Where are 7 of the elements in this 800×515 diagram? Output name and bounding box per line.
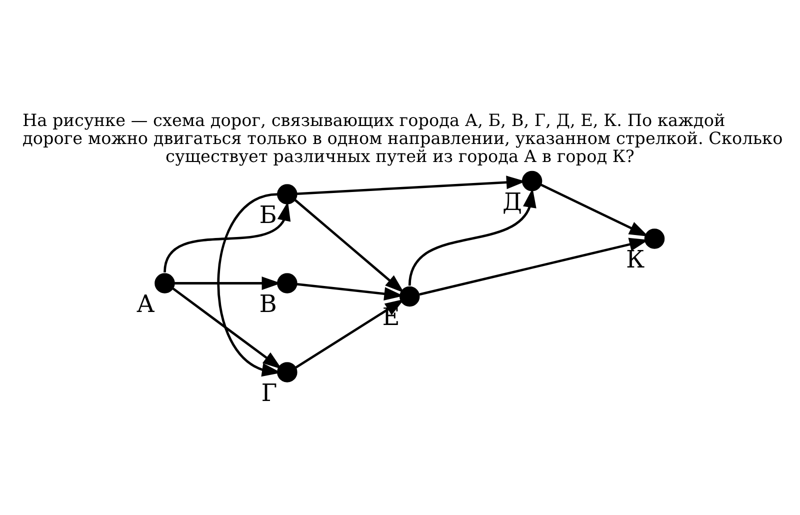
node-label: Г <box>261 378 278 406</box>
node-label: Б <box>259 200 277 229</box>
node-label: В <box>259 290 277 318</box>
node-label: А <box>136 290 155 318</box>
diagram-title: На рисунке — схема дорог, связывающих города А, Б, В, Г, Д, Е, К. По каждой дороге можно двигаться только в одном направлении, указанном стрелкой. Сколько существует различных путей из города А в город К? <box>22 110 783 166</box>
node-label: Д <box>502 187 522 216</box>
node-label: К <box>626 245 645 274</box>
